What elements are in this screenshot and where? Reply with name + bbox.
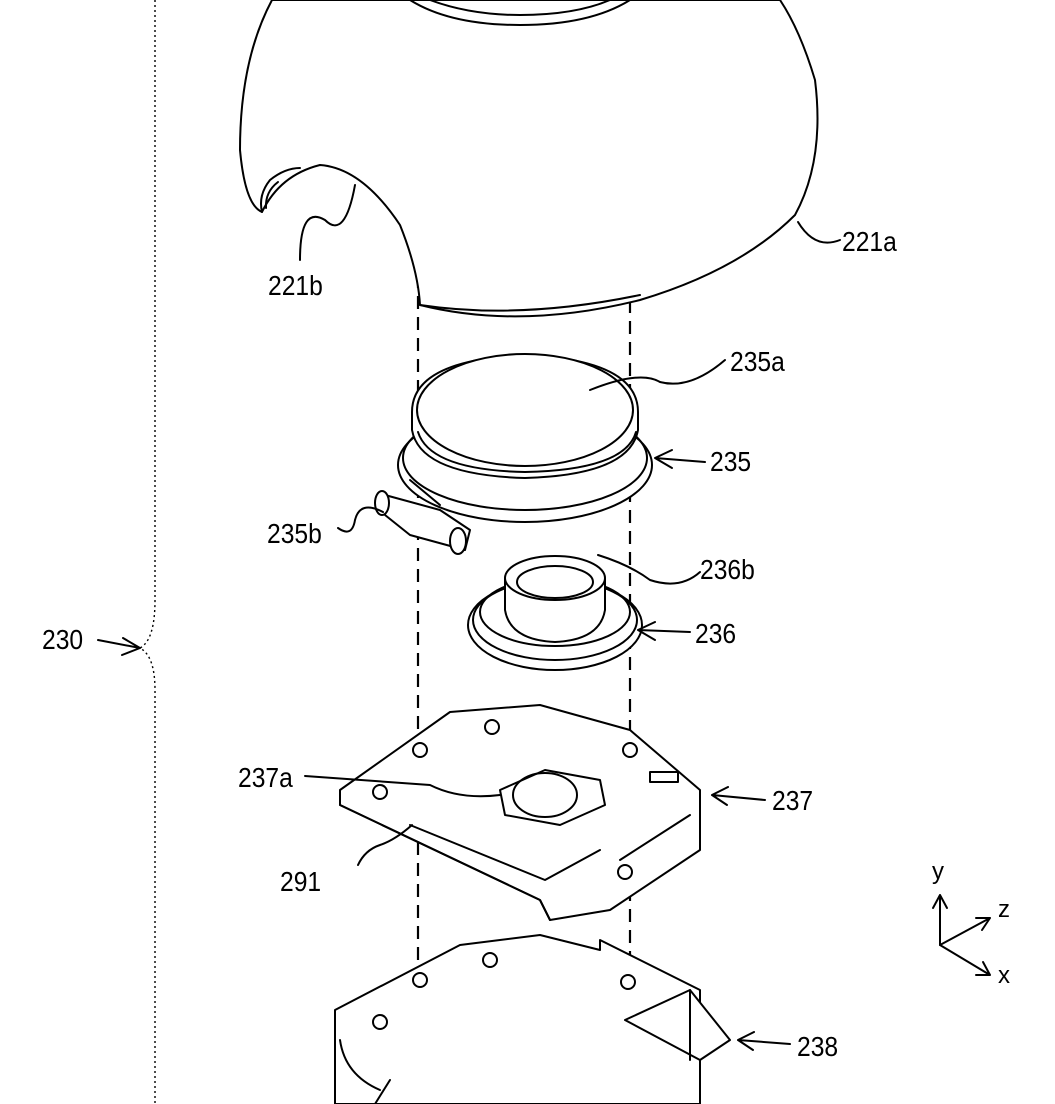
axis-triad: [933, 895, 990, 975]
label-235a: 235a: [730, 348, 785, 376]
label-221b: 221b: [268, 272, 323, 300]
holder-236: [468, 556, 642, 670]
bracket-230: [140, 0, 155, 1104]
label-221a: 221a: [842, 228, 897, 256]
base-238: [335, 935, 730, 1104]
axis-label-z: z: [998, 898, 1010, 922]
lens-235: [375, 354, 652, 554]
board-237: [340, 705, 700, 920]
label-238: 238: [797, 1033, 838, 1061]
label-230: 230: [42, 626, 83, 654]
label-291: 291: [280, 868, 321, 896]
label-236: 236: [695, 620, 736, 648]
axis-label-x: x: [998, 964, 1010, 988]
label-237a: 237a: [238, 764, 293, 792]
label-237: 237: [772, 787, 813, 815]
dome-cover-221a: [240, 0, 818, 316]
label-235: 235: [710, 448, 751, 476]
axis-label-y: y: [932, 860, 944, 884]
label-235b: 235b: [267, 520, 322, 548]
label-236b: 236b: [700, 556, 755, 584]
